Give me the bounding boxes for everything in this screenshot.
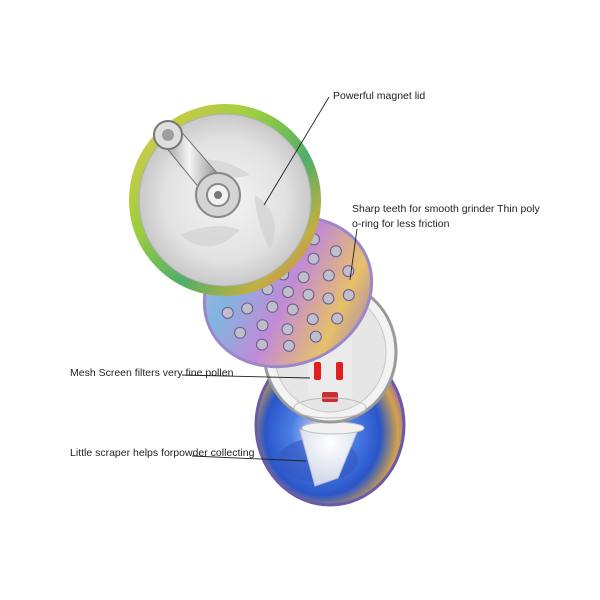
grinder-hole xyxy=(342,289,355,302)
grinder-hole xyxy=(241,302,254,315)
grinder-hole xyxy=(256,319,269,332)
crank-handle xyxy=(153,120,241,218)
callout-teeth-line-2: o-ring for less friction xyxy=(352,218,450,230)
magnet-lid xyxy=(129,104,321,296)
grinder-hole xyxy=(286,303,299,316)
leader-line-magnet-lid xyxy=(263,96,330,206)
grinder-hole xyxy=(302,288,315,301)
grinder-hole xyxy=(282,286,294,298)
grinder-hole xyxy=(221,306,234,319)
grinder-hole xyxy=(306,313,319,326)
grinder-hole xyxy=(309,330,322,343)
grinder-hole xyxy=(322,269,335,282)
grinder-hole xyxy=(297,271,310,284)
grinder-hole xyxy=(234,326,247,339)
grinder-hole xyxy=(331,312,344,325)
leader-line-teeth xyxy=(349,228,358,281)
callout-mesh-screen: Mesh Screen filters very fine pollen xyxy=(70,367,234,379)
grinder-hole xyxy=(322,292,335,305)
callout-teeth-line-1: Sharp teeth for smooth grinder Thin poly xyxy=(352,203,540,215)
grinder-hole xyxy=(281,323,294,336)
callout-teeth: Sharp teeth for smooth grinder Thin poly… xyxy=(352,202,540,232)
leader-lines xyxy=(181,96,358,462)
grinder-hole xyxy=(307,252,320,265)
grinder-hole xyxy=(283,339,295,352)
grinder-hole xyxy=(256,338,268,351)
callout-scraper: Little scraper helps forpowder collectin… xyxy=(70,447,255,459)
leader-line-scraper xyxy=(191,455,307,462)
leader-line-mesh-screen xyxy=(181,374,311,379)
grinder-hole xyxy=(266,300,279,313)
grinder-hole xyxy=(329,245,342,258)
callout-magnet-lid: Powerful magnet lid xyxy=(333,90,426,102)
